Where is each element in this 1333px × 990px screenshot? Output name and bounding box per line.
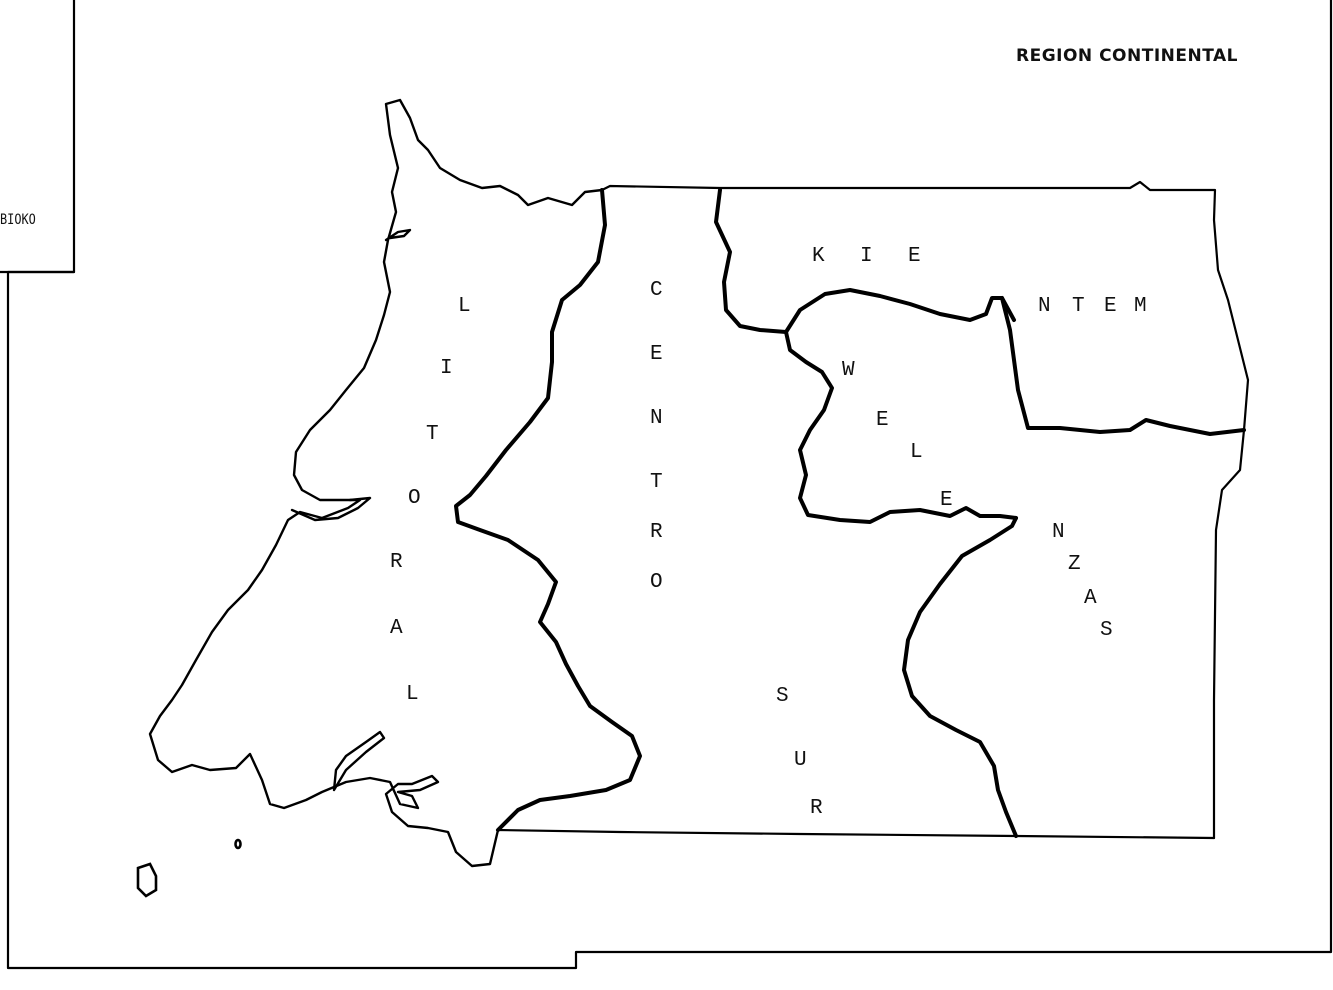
island-elobey <box>234 838 242 850</box>
centro-kie-boundary <box>714 188 788 334</box>
nzas-letter: Z <box>1068 553 1081 576</box>
litoral-letter: A <box>390 617 403 640</box>
centro-letter: N <box>650 407 663 430</box>
kie-letter: K <box>812 245 825 268</box>
litoral-letter: R <box>390 551 403 574</box>
island-corisco <box>136 862 158 898</box>
south-border <box>496 828 1216 840</box>
centro-letter: T <box>650 471 663 494</box>
wele-letter: L <box>910 441 923 464</box>
centro-letter: R <box>650 521 663 544</box>
estuary-mbini <box>290 496 372 522</box>
wele-sur-boundary <box>784 330 1018 524</box>
nzas-letter: A <box>1084 587 1097 610</box>
ntem-letter: E <box>1104 295 1117 318</box>
wele-letter: E <box>940 489 953 512</box>
litoral-letter: O <box>408 487 421 510</box>
litoral-letter: T <box>426 423 439 446</box>
litoral-letter: L <box>406 683 419 706</box>
centro-letter: O <box>650 571 663 594</box>
kie-letter: I <box>860 245 873 268</box>
litoral-centro-boundary <box>454 188 642 832</box>
litoral-letter: I <box>440 357 453 380</box>
kie-wele-boundary <box>784 288 1246 436</box>
sur-letter: R <box>810 797 823 820</box>
ntem-letter: T <box>1072 295 1085 318</box>
nzas-letter: N <box>1052 521 1065 544</box>
kie-letter: E <box>908 245 921 268</box>
wele-letter: E <box>876 409 889 432</box>
north-border <box>600 180 1250 840</box>
ntem-letter: N <box>1038 295 1051 318</box>
ntem-letter: M <box>1134 295 1147 318</box>
estuary-north <box>384 228 412 242</box>
wele-ntem-boundary <box>1000 296 1016 322</box>
map-title: REGION CONTINENTAL <box>1016 46 1238 66</box>
sur-letter: S <box>776 685 789 708</box>
coastline <box>148 98 604 868</box>
estuary-muni <box>332 730 386 792</box>
litoral-letter: L <box>458 295 471 318</box>
sur-nzas-boundary <box>902 516 1018 838</box>
centro-letter: C <box>650 279 663 302</box>
centro-letter: E <box>650 343 663 366</box>
sur-letter: U <box>794 749 807 772</box>
map-frame <box>6 0 1333 970</box>
nzas-letter: S <box>1100 619 1113 642</box>
bioko-inset-label: BIOKO <box>0 212 36 228</box>
wele-letter: W <box>842 359 855 382</box>
